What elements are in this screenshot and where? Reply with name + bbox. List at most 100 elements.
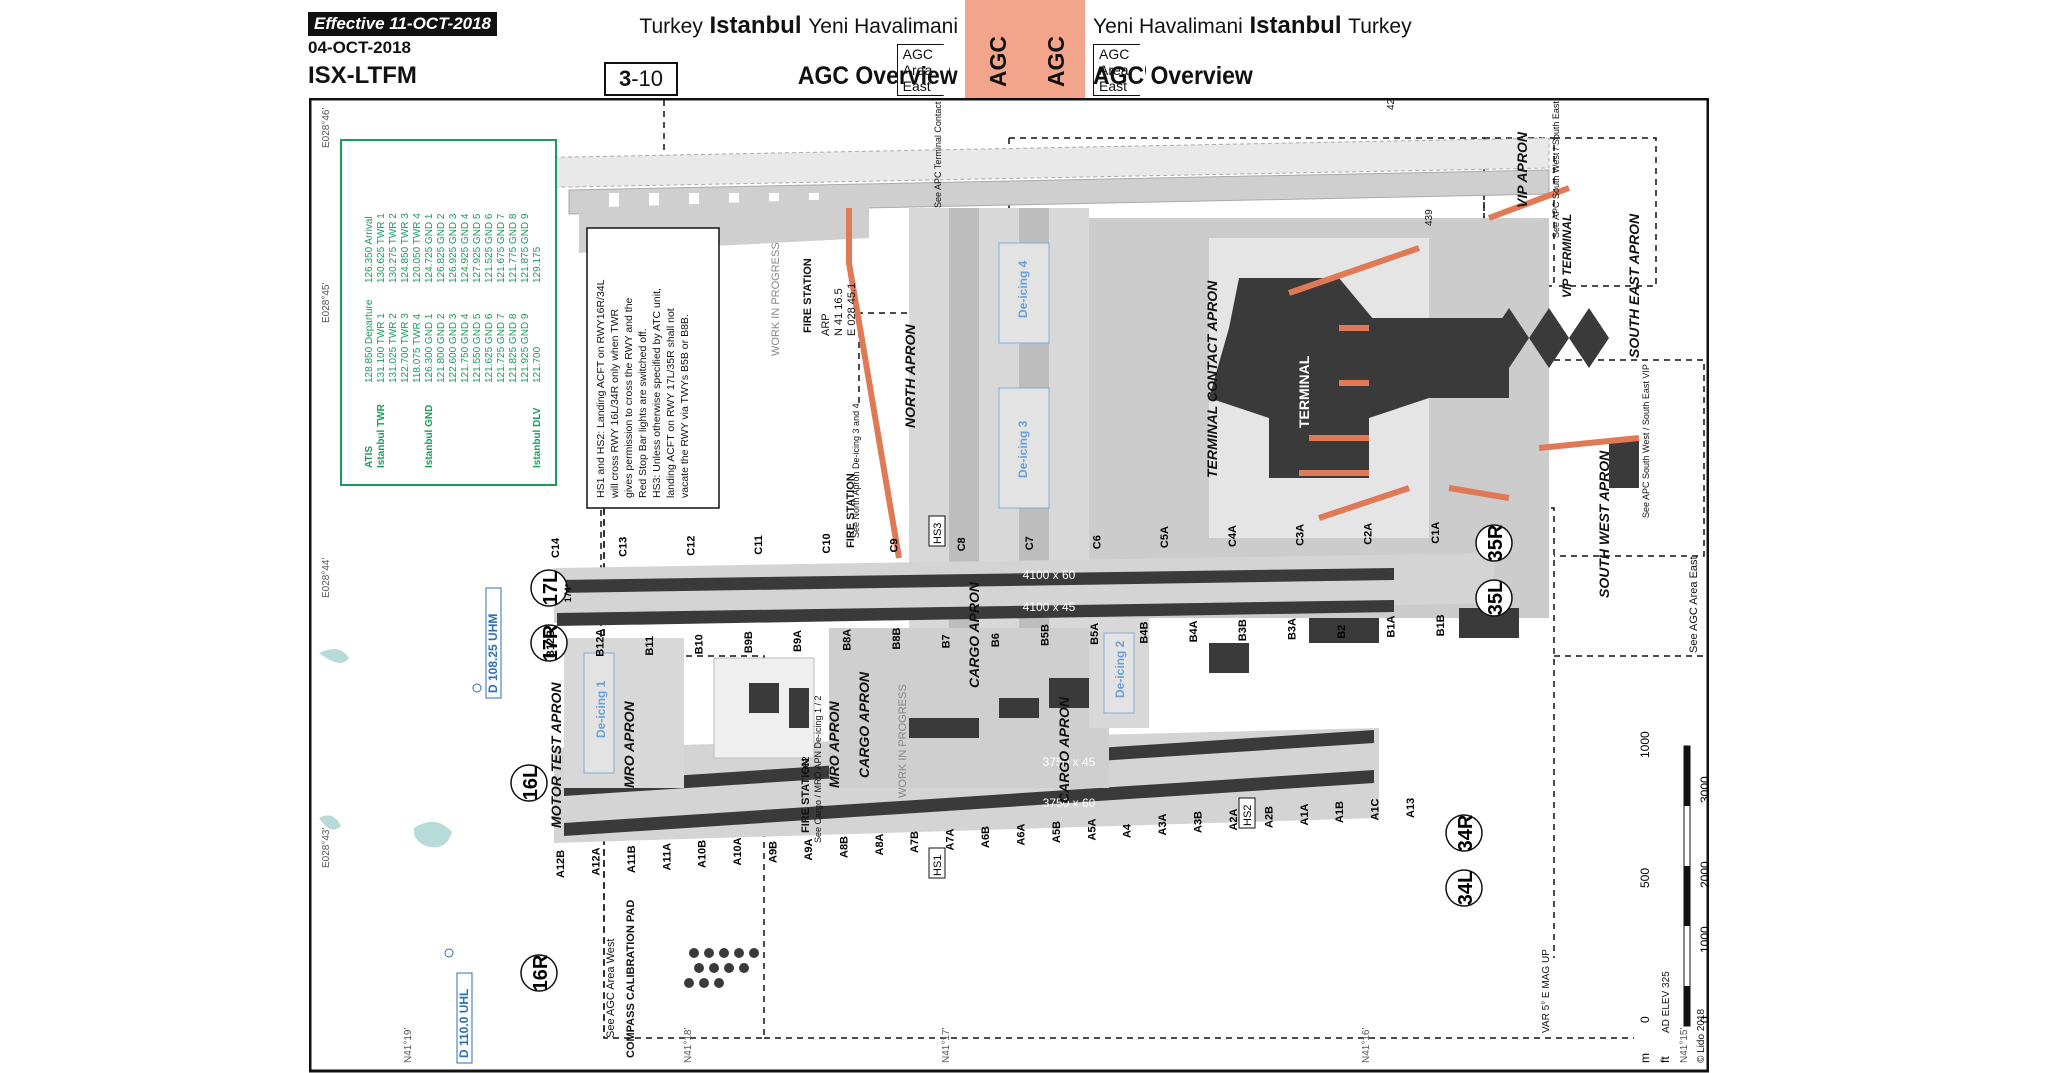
copyright-label: © Lido 2018 bbox=[1696, 1008, 1707, 1063]
taxiway-label: C11 bbox=[753, 535, 765, 555]
hs1-label: HS1 bbox=[932, 855, 944, 876]
runway-34l-label: 34L bbox=[1455, 871, 1477, 905]
freq-row-value-b: 126.925 GND 3 bbox=[448, 213, 459, 283]
scale-bar: m ft 0 500 1000 0 1000 2000 3000 bbox=[1638, 731, 1709, 1063]
taxiway-label: A7A bbox=[945, 828, 957, 850]
taxiway-label: C1A bbox=[1430, 522, 1442, 544]
airport-code: ISX-LTFM bbox=[308, 62, 417, 89]
see-area-west-label: See AGC Area West bbox=[605, 939, 617, 1038]
water-body bbox=[413, 821, 452, 848]
freq-row-value-a: 128.850 Departure bbox=[364, 299, 375, 383]
see-cargo-label: See Cargo / MRO APN De-icing 1 / 2 bbox=[813, 695, 823, 843]
taxiway-label: A11A bbox=[661, 843, 673, 871]
see-north-apron-label: See North Apron De-icing 3 and 4 bbox=[851, 403, 861, 538]
deicing-3-label: De-icing 3 bbox=[1016, 420, 1030, 478]
hot-spots: HS1 HS2 HS3 bbox=[928, 515, 1256, 879]
taxiway-label: B6 bbox=[990, 633, 1002, 647]
freq-row-value-a: 121.550 GND 5 bbox=[472, 313, 483, 383]
taxiway-label: A5A bbox=[1086, 818, 1098, 840]
scale-ft-3000: 3000 bbox=[1698, 776, 1709, 803]
taxiway-label: B4A bbox=[1188, 620, 1200, 642]
elev-562-label: 562 bbox=[801, 756, 812, 773]
runway-17l-label: 17L bbox=[540, 571, 562, 605]
scale-m-500: 500 bbox=[1638, 868, 1652, 888]
scale-ft-label: ft bbox=[1658, 1056, 1672, 1063]
taxiway-label: B5A bbox=[1089, 623, 1101, 645]
freq-row-value-a: 121.700 bbox=[532, 346, 543, 383]
terminal-label: TERMINAL bbox=[1296, 355, 1312, 428]
cargo-mro-area bbox=[564, 608, 1519, 788]
freq-row-value-a: 121.725 GND 7 bbox=[496, 313, 507, 383]
runway-16r-dim: 3750 x 60 bbox=[1043, 796, 1096, 810]
work-in-progress-1-label: WORK IN PROGRESS bbox=[770, 242, 782, 356]
runway-35l-label: 35L bbox=[1485, 581, 1507, 615]
vor-uhm: D 108.25 UHM bbox=[472, 587, 502, 699]
water-body bbox=[319, 649, 349, 663]
scale-ft-2000: 2000 bbox=[1698, 861, 1709, 888]
freq-row-value-b: 126.350 Arrival bbox=[364, 216, 375, 283]
runway-35r-label: 35R bbox=[1485, 524, 1507, 561]
taxiway-label: B1B bbox=[1435, 614, 1447, 636]
freq-row-label: Istanbul GND bbox=[424, 405, 435, 468]
runway-17l-dim: 4100 x 60 bbox=[1023, 568, 1076, 582]
see-south-west-label: See APC South West / South East VIP bbox=[1641, 364, 1651, 518]
work-in-progress-2-label: WORK IN PROGRESS bbox=[897, 684, 909, 798]
freq-row-value-a: 131.100 TWR 1 bbox=[376, 313, 387, 383]
coord-n15: N41°15' bbox=[1679, 1028, 1690, 1063]
coord-e44: E028°44' bbox=[321, 558, 332, 598]
taxiway-label: A12A bbox=[590, 847, 602, 875]
taxiway-label: A1B bbox=[1334, 801, 1346, 823]
taxiway-label: C13 bbox=[618, 537, 630, 557]
freq-row-label: Istanbul TWR bbox=[376, 403, 387, 468]
hs2-label: HS2 bbox=[1242, 805, 1254, 826]
agc-tab-label-right: AGC bbox=[1043, 35, 1070, 88]
title-left: Turkey Istanbul Yeni Havalimani bbox=[639, 12, 958, 40]
arp-n-label: N 41 16.5 bbox=[833, 288, 845, 336]
note-line: landing ACFT on RWY 17L/35R shall not bbox=[665, 308, 677, 498]
freq-row-value-b: 121.775 GND 8 bbox=[508, 213, 519, 283]
taxiway-label: B5B bbox=[1039, 624, 1051, 646]
freq-row-value-a: 121.925 GND 9 bbox=[520, 313, 531, 383]
taxiway-label: A4 bbox=[1122, 823, 1134, 838]
freq-row-value-a: 122.600 GND 3 bbox=[448, 313, 459, 383]
title-right-city: Istanbul bbox=[1249, 12, 1342, 39]
taxiway-label: C8 bbox=[956, 537, 968, 551]
taxiway-label: B10 bbox=[693, 634, 705, 654]
taxiway-label: B12B bbox=[545, 630, 557, 658]
freq-row-value-b: 130.275 TWR 2 bbox=[388, 213, 399, 283]
terminal-contact-apron-label: TERMINAL CONTACT APRON bbox=[1204, 280, 1220, 478]
deicing-1-label: De-icing 1 bbox=[594, 680, 608, 738]
vip-terminal-label: VIP TERMINAL bbox=[1560, 214, 1574, 298]
elev-428-label: 428 bbox=[1386, 98, 1397, 110]
var-label: VAR 5° E MAG UP bbox=[1541, 949, 1552, 1033]
taxiway-label: A2B bbox=[1263, 806, 1275, 828]
title-right-airport: Yeni Havalimani bbox=[1093, 15, 1243, 38]
coord-e46: E028°46' bbox=[321, 108, 332, 148]
taxiway-label: A13 bbox=[1405, 798, 1417, 818]
note-line: gives permission to cross the RWY and th… bbox=[623, 297, 635, 498]
freq-row-value-b: 124.925 GND 4 bbox=[460, 213, 471, 283]
freq-row-value-b: 121.525 GND 6 bbox=[484, 213, 495, 283]
misc-labels: FIRE STATION FIRE STATION FIRE STATION W… bbox=[605, 98, 1707, 1063]
runway-16l-label: 16L bbox=[520, 766, 542, 800]
coord-n16: N41°16' bbox=[1361, 1028, 1372, 1063]
taxiway-label: B2 bbox=[1336, 625, 1348, 639]
coord-e45: E028°45' bbox=[321, 283, 332, 323]
freq-row-value-a: 121.750 GND 4 bbox=[460, 313, 471, 383]
note-line: Red Stop Bar lights are switched off. bbox=[637, 328, 649, 498]
taxiway-label: B12A bbox=[594, 629, 606, 657]
title-right: Yeni Havalimani Istanbul Turkey bbox=[1093, 12, 1412, 40]
note-line: HS1 and HS2: Landing ACFT on RWY16R/34L bbox=[595, 279, 607, 498]
runway-16r-label: 16R bbox=[530, 954, 552, 991]
issue-date: 04-OCT-2018 bbox=[308, 38, 411, 57]
title-left-country: Turkey bbox=[639, 15, 703, 38]
fire-station-3-label: FIRE STATION bbox=[800, 758, 812, 833]
coord-n19: N41°19' bbox=[403, 1028, 414, 1063]
freq-row-value-a: 122.700 TWR 3 bbox=[400, 313, 411, 383]
taxiway-label: A7B bbox=[909, 831, 921, 853]
vor-uhm-label: D 108.25 UHM bbox=[486, 614, 500, 693]
taxiway-label: A5B bbox=[1051, 821, 1063, 843]
taxiway-label: A2A bbox=[1228, 808, 1240, 830]
taxiway-label: A11B bbox=[626, 845, 638, 873]
